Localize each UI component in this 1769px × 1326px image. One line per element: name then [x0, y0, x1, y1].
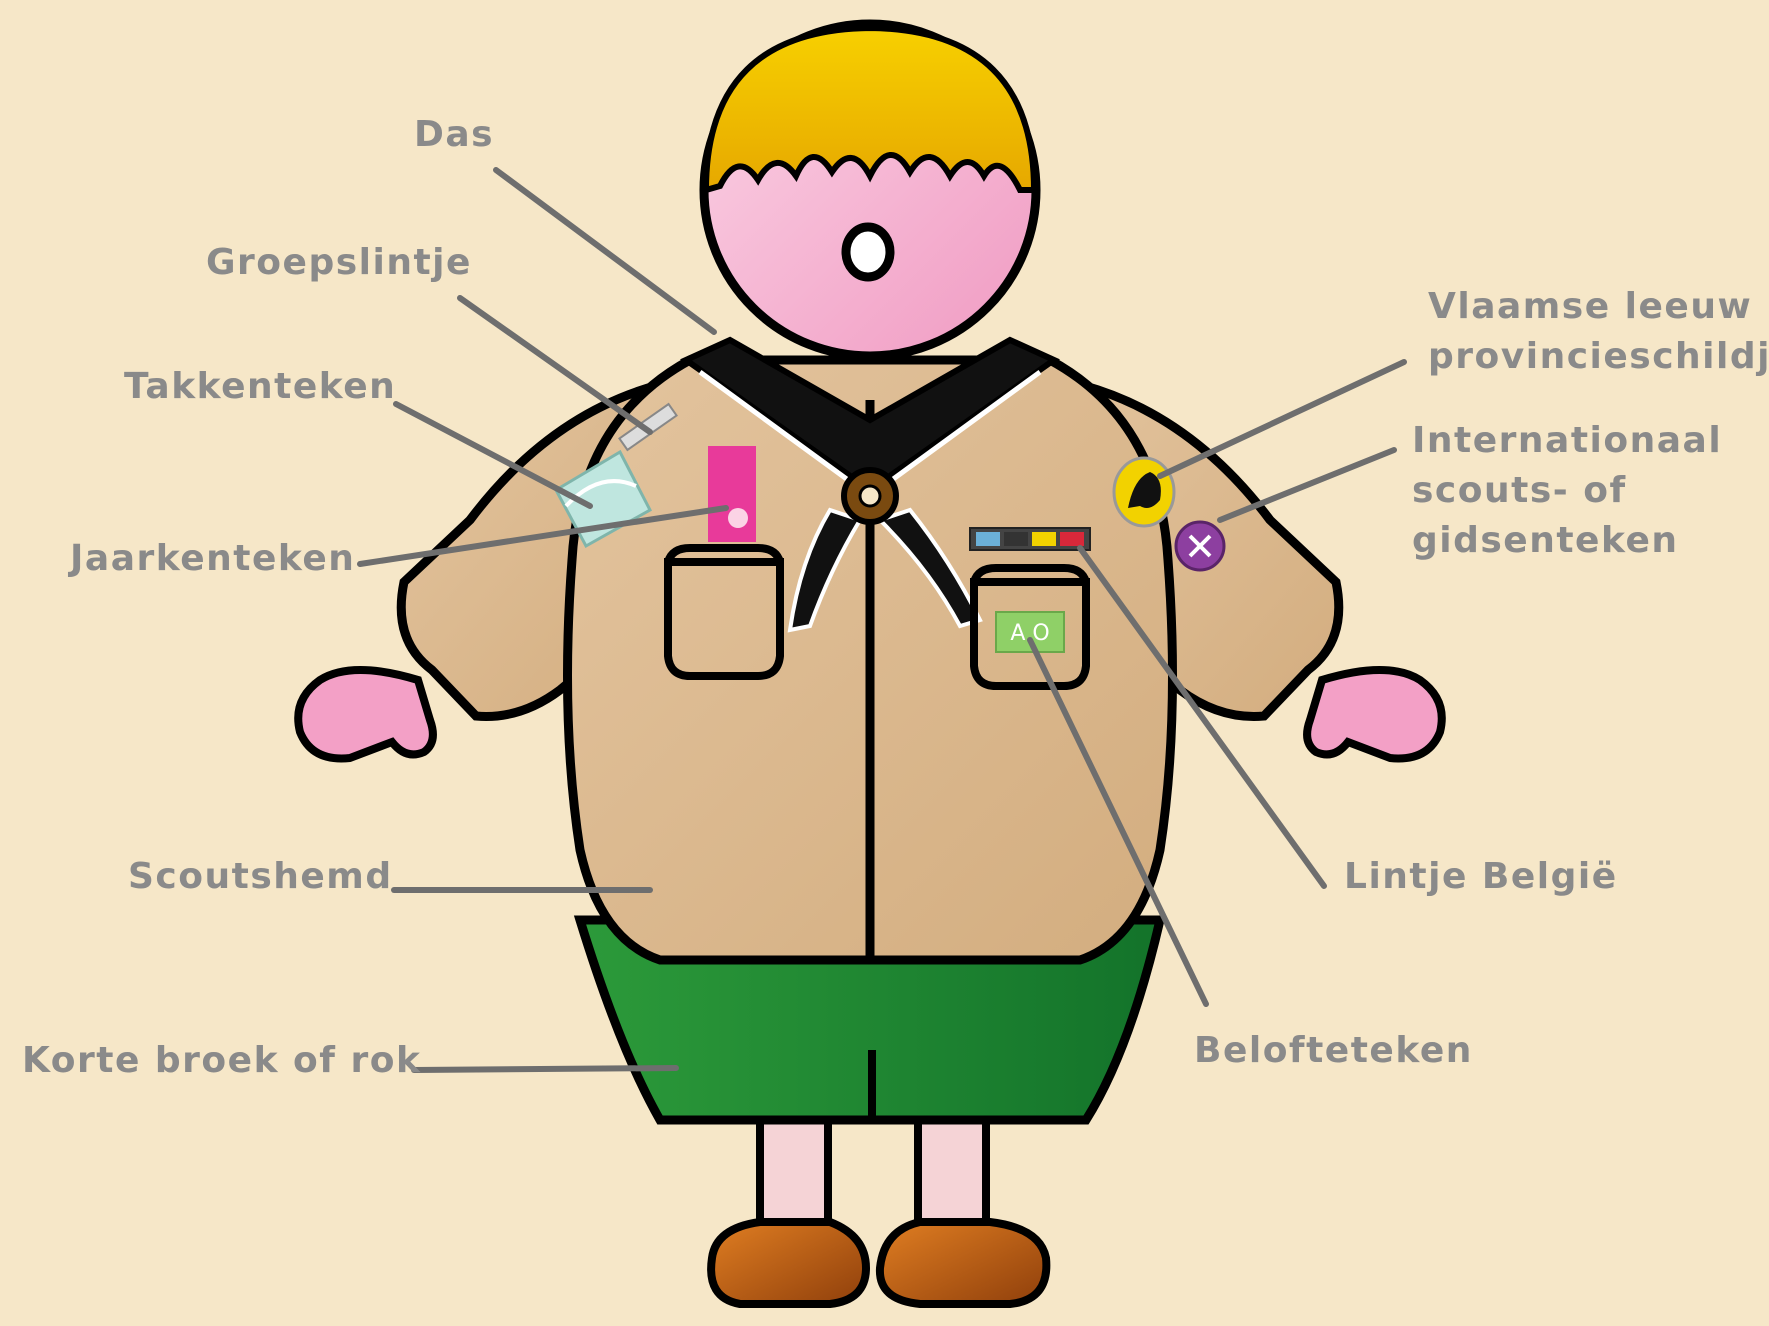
label-groepslintje: Groepslintje: [206, 238, 472, 288]
leader-groepslintje: [460, 298, 650, 432]
left-hand: [298, 670, 433, 758]
label-scoutshemd: Scoutshemd: [128, 852, 393, 902]
mouth: [846, 227, 890, 277]
shoes: [711, 1222, 1046, 1304]
label-vlaamse-leeuw: Vlaamse leeuw + provincieschildje: [1428, 282, 1769, 382]
label-internationaal: Internationaal scouts- of gidsenteken: [1412, 416, 1722, 566]
flemish-lion-badge-icon: [1114, 458, 1174, 526]
world-scout-badge-icon: [1176, 522, 1224, 570]
right-hand: [1307, 670, 1442, 758]
leader-korte-broek: [414, 1068, 676, 1070]
leader-das: [496, 170, 714, 332]
label-lintje-belgie: Lintje België: [1344, 852, 1618, 902]
head: [704, 24, 1036, 356]
pink-year-badge-icon: [708, 446, 756, 542]
label-jaarkenteken: Jaarkenteken: [70, 534, 355, 584]
belgium-ribbon-icon: [970, 528, 1090, 550]
label-das: Das: [414, 110, 494, 160]
hair: [706, 28, 1034, 190]
label-takkenteken: Takkenteken: [124, 362, 396, 412]
label-belofteteken: Belofteteken: [1194, 1026, 1473, 1076]
label-korte-broek-of-rok: Korte broek of rok: [22, 1036, 421, 1086]
